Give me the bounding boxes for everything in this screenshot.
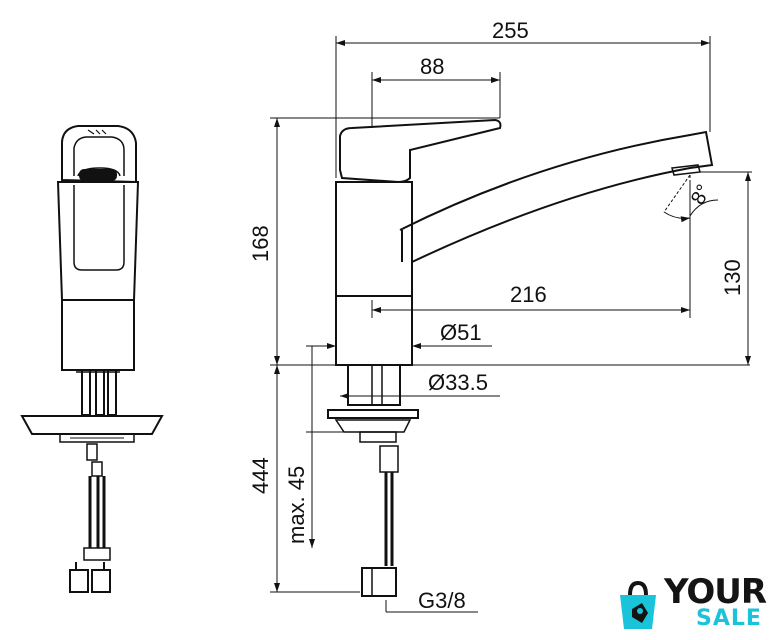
side-view [327,118,714,597]
front-lever [61,125,137,184]
side-spout [399,130,714,263]
side-body [335,181,413,297]
dim-max-thickness: max. 45 [284,466,309,544]
dimension-labels: 255 88 216 Ø51 Ø33.5 G3/8 168 130 444 ma… [248,18,745,613]
dim-lever-length: 88 [420,54,444,79]
dim-spout-angle: 8° [687,181,715,208]
dim-height-body: 168 [248,225,273,262]
dim-hose-length: 444 [248,457,273,494]
dim-spout-height: 130 [720,259,745,296]
side-lever [339,118,502,184]
logo-word: YOUR [664,572,767,612]
dim-connection: G3/8 [418,588,466,613]
front-view [20,125,164,593]
dim-body-diameter: Ø51 [440,320,482,345]
side-mount-plate [327,409,419,419]
dim-shank-diameter: Ø33.5 [428,370,488,395]
front-mount-plate [20,415,164,435]
dim-spout-reach: 216 [510,282,547,307]
yoursale-logo: YOUR SALE [612,573,772,635]
shopping-bag-icon [620,580,656,629]
front-hoses [69,443,111,593]
front-body [56,181,140,301]
logo-sub: SALE [696,606,762,631]
front-shanks [76,369,120,416]
dimensions [270,36,752,613]
dim-total-length: 255 [492,18,529,43]
